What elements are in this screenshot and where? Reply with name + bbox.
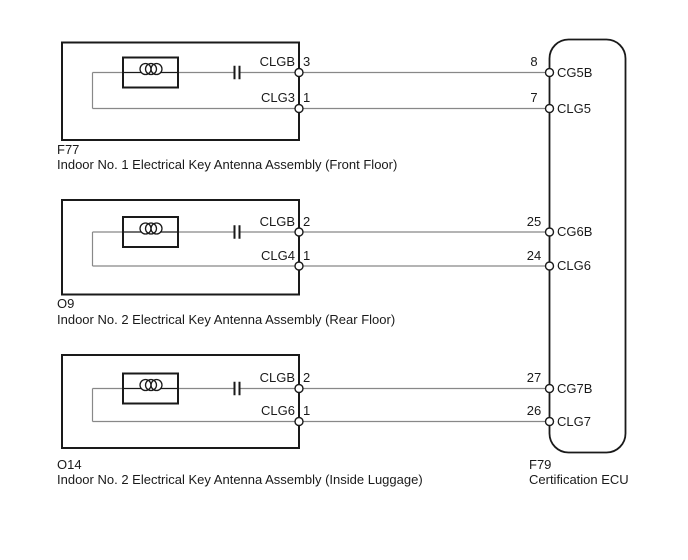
antenna-block-o9-outline bbox=[61, 199, 300, 296]
coil-icon-f77 bbox=[123, 62, 178, 76]
ecu-outline bbox=[548, 38, 627, 454]
pin-circle-f77-clg3 bbox=[294, 103, 304, 114]
component-id-o14: O14 bbox=[57, 456, 82, 472]
pin-circle-ecu-24 bbox=[544, 261, 555, 271]
component-name-f77: Indoor No. 1 Electrical Key Antenna Asse… bbox=[57, 157, 398, 172]
antenna-block-f77-outline bbox=[61, 41, 300, 141]
component-name-o14: Indoor No. 2 Electrical Key Antenna Asse… bbox=[57, 472, 423, 487]
ecu-pin-label-clg6: CLG6 bbox=[557, 258, 591, 273]
pin-circle-ecu-25 bbox=[544, 227, 555, 237]
pin-label-o14-clg6: CLG6 bbox=[261, 403, 295, 418]
pin-label-f77-clgb: CLGB bbox=[259, 54, 295, 69]
pin-number-f77-1: 1 bbox=[303, 90, 311, 105]
coil-icon-o9 bbox=[123, 222, 178, 235]
wires bbox=[91, 71, 550, 423]
pin-circle-o14-clg6 bbox=[294, 416, 304, 427]
coil-icon-o14 bbox=[123, 378, 178, 392]
pin-circle-f77-clgb bbox=[294, 67, 304, 78]
ecu-pin-label-clg7: CLG7 bbox=[557, 413, 591, 429]
pin-number-f77-3: 3 bbox=[303, 54, 311, 69]
pin-label-o9-clg4: CLG4 bbox=[261, 247, 295, 263]
component-name-o9: Indoor No. 2 Electrical Key Antenna Asse… bbox=[57, 311, 396, 327]
ecu-pin-number-7: 7 bbox=[530, 90, 538, 105]
component-id-f77: F77 bbox=[57, 141, 80, 157]
capacitor-icon-f77 bbox=[233, 65, 241, 80]
pin-number-o14-1: 1 bbox=[303, 403, 311, 418]
pin-circle-o9-clg4 bbox=[294, 261, 304, 271]
ecu-name: Certification ECU bbox=[529, 472, 629, 487]
pin-circle-ecu-8 bbox=[544, 67, 555, 78]
ecu-pin-label-cg5b: CG5B bbox=[557, 64, 593, 80]
pin-label-o9-clgb: CLGB bbox=[259, 213, 295, 229]
pin-number-o14-2: 2 bbox=[303, 370, 311, 385]
pin-circle-ecu-27 bbox=[544, 383, 555, 394]
pin-circle-ecu-26 bbox=[544, 416, 555, 427]
pin-number-o9-1: 1 bbox=[303, 247, 311, 263]
pin-circle-ecu-7 bbox=[544, 103, 555, 114]
ecu-pin-label-clg5: CLG5 bbox=[557, 100, 591, 116]
ecu-pin-label-cg7b: CG7B bbox=[557, 380, 593, 396]
pin-number-o9-2: 2 bbox=[303, 213, 311, 229]
ecu-pin-number-27: 27 bbox=[526, 370, 542, 385]
component-outlines bbox=[61, 38, 627, 454]
capacitor-icon-o14 bbox=[233, 381, 241, 396]
pin-circle-o14-clgb bbox=[294, 383, 304, 394]
antenna-block-o14-outline bbox=[61, 354, 300, 449]
pin-circle-o9-clgb bbox=[294, 227, 304, 237]
ecu-pin-number-25: 25 bbox=[526, 213, 542, 229]
ecu-pin-number-26: 26 bbox=[526, 403, 542, 418]
ecu-pin-label-cg6b: CG6B bbox=[557, 224, 593, 239]
pin-label-o14-clgb: CLGB bbox=[259, 370, 295, 385]
component-id-o9: O9 bbox=[57, 296, 75, 311]
ecu-pin-number-8: 8 bbox=[530, 54, 538, 69]
capacitor-icon-o9 bbox=[233, 225, 241, 239]
ecu-pin-number-24: 24 bbox=[526, 247, 542, 263]
pin-label-f77-clg3: CLG3 bbox=[261, 90, 295, 105]
ecu-id: F79 bbox=[529, 456, 552, 472]
pin-circles bbox=[294, 67, 555, 427]
